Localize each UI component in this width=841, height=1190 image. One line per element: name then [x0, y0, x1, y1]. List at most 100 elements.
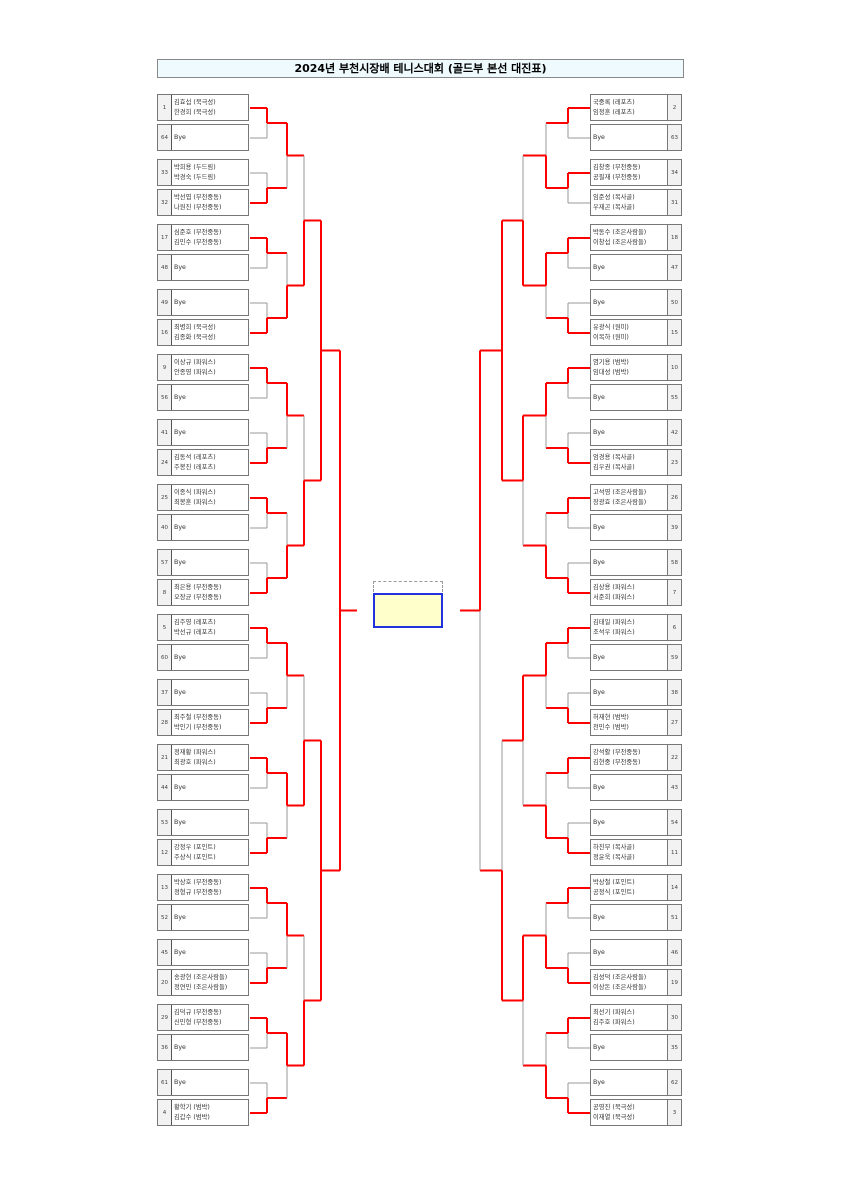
entry-names: Bye: [172, 1070, 248, 1095]
entry-names: Bye: [172, 810, 248, 835]
player-name: 김덕규 (부천중동): [174, 1008, 222, 1016]
player-name: 주봉진 (레포츠): [174, 463, 216, 471]
seed-number: 8: [158, 580, 172, 605]
player-name: 박경숙 (두드림): [174, 173, 216, 181]
seed-number: 50: [667, 290, 681, 315]
seed-number: 19: [667, 970, 681, 995]
entry-names: 허재현 (범박)천민수 (범박): [591, 710, 667, 735]
player-name: 김태일 (파워스): [593, 618, 635, 626]
seed-number: 48: [158, 255, 172, 280]
entry-names: Bye: [172, 905, 248, 930]
entry-names: Bye: [172, 515, 248, 540]
entry-names: Bye: [172, 940, 248, 965]
bye-label: Bye: [174, 783, 186, 791]
seed-number: 27: [667, 710, 681, 735]
seed-number: 41: [158, 420, 172, 445]
player-name: 우재곤 (복사골): [593, 203, 635, 211]
player-name: 강정우 (포인트): [174, 843, 216, 851]
seed-number: 64: [158, 125, 172, 150]
entry-names: 강정우 (포인트)주상식 (포인트): [172, 840, 248, 865]
entry-names: Bye: [591, 515, 667, 540]
player-name: 이상돈 (조은사람들): [593, 983, 647, 991]
bye-label: Bye: [174, 1078, 186, 1086]
seed-number: 33: [158, 160, 172, 185]
player-name: 김종화 (북극성): [174, 333, 216, 341]
player-name: 이복하 (원미): [593, 333, 629, 341]
bye-label: Bye: [174, 948, 186, 956]
entry-names: 박선엽 (부천중동)나원진 (부천중동): [172, 190, 248, 215]
bye-label: Bye: [174, 818, 186, 826]
entry-names: 정재황 (파워스)최광호 (파워스): [172, 745, 248, 770]
player-name: 김현중 (부천중동): [593, 758, 641, 766]
entry-names: 공영진 (북극성)이재열 (북극성): [591, 1100, 667, 1125]
seed-number: 1: [158, 95, 172, 120]
entry-names: Bye: [172, 550, 248, 575]
seed-number: 18: [667, 225, 681, 250]
player-name: 조석우 (파워스): [593, 628, 635, 636]
seed-number: 28: [158, 710, 172, 735]
entry-names: 김창종 (부천중동)공필재 (부천중동): [591, 160, 667, 185]
player-name: 이창섭 (조은사람들): [593, 238, 647, 246]
player-name: 임준성 (복사골): [593, 193, 635, 201]
bye-label: Bye: [174, 428, 186, 436]
entry-names: 김효섭 (북극성)한경희 (북극성): [172, 95, 248, 120]
player-name: 오장균 (부천중동): [174, 593, 222, 601]
entry-names: Bye: [172, 255, 248, 280]
bye-label: Bye: [174, 913, 186, 921]
entry-names: Bye: [591, 125, 667, 150]
seed-number: 29: [158, 1005, 172, 1030]
entry-names: Bye: [591, 775, 667, 800]
seed-number: 37: [158, 680, 172, 705]
seed-number: 32: [158, 190, 172, 215]
bye-label: Bye: [593, 263, 605, 271]
entry-names: 최주철 (부천중동)박인기 (부천중동): [172, 710, 248, 735]
seed-number: 17: [158, 225, 172, 250]
seed-number: 51: [667, 905, 681, 930]
entry-names: 송광현 (조은사람들)정연민 (조은사람들): [172, 970, 248, 995]
player-name: 박상호 (부천중동): [174, 878, 222, 886]
player-name: 최봉훈 (파워스): [174, 498, 216, 506]
seed-number: 21: [158, 745, 172, 770]
champion-label-box: [373, 581, 443, 592]
bye-label: Bye: [593, 818, 605, 826]
bye-label: Bye: [174, 133, 186, 141]
player-name: 심준호 (부천중동): [174, 228, 222, 236]
seed-number: 46: [667, 940, 681, 965]
player-name: 김주호 (파워스): [593, 1018, 635, 1026]
player-name: 황학기 (범박): [174, 1103, 210, 1111]
player-name: 정형규 (부천중동): [174, 888, 222, 896]
seed-number: 30: [667, 1005, 681, 1030]
champion-box: [373, 593, 443, 628]
player-name: 허재현 (범박): [593, 713, 629, 721]
player-name: 이상규 (파워스): [174, 358, 216, 366]
seed-number: 44: [158, 775, 172, 800]
seed-number: 16: [158, 320, 172, 345]
entry-names: 심준호 (부천중동)김민수 (부천중동): [172, 225, 248, 250]
player-name: 최주철 (부천중동): [174, 713, 222, 721]
player-name: 김동석 (레포츠): [174, 453, 216, 461]
player-name: 강석활 (부천중동): [593, 748, 641, 756]
entry-names: 염기용 (범박)임대성 (범박): [591, 355, 667, 380]
entry-names: Bye: [591, 420, 667, 445]
seed-number: 52: [158, 905, 172, 930]
player-name: 임대성 (범박): [593, 368, 629, 376]
seed-number: 58: [667, 550, 681, 575]
